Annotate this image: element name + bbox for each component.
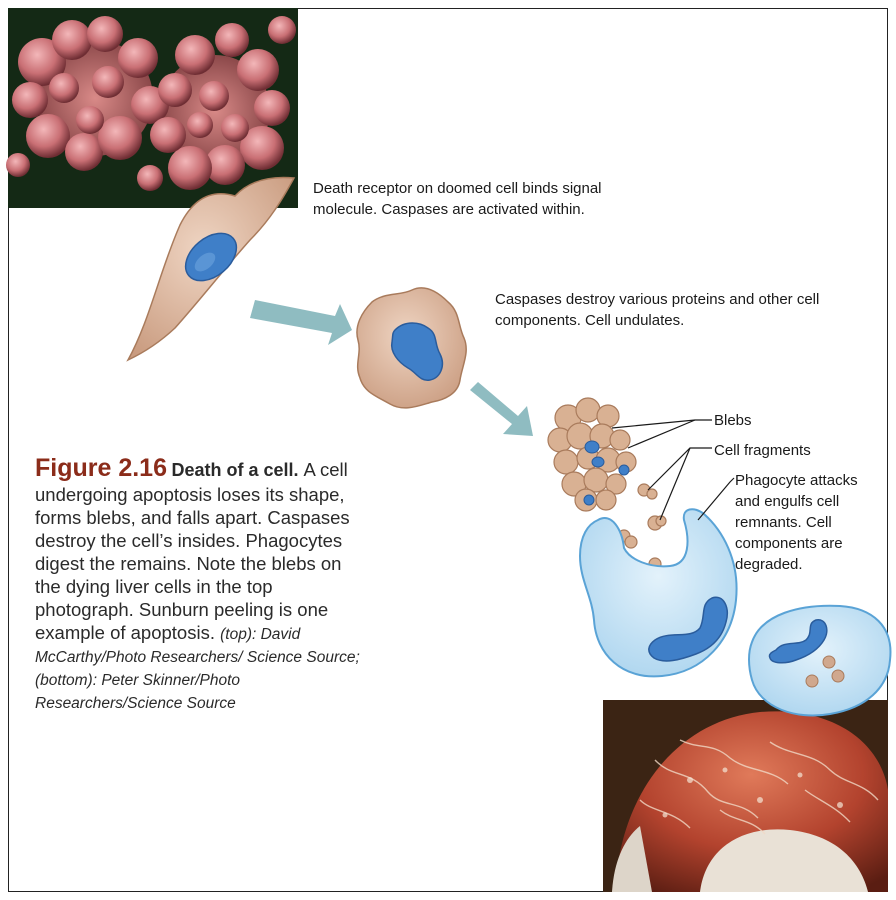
- label-caspases-destroy: Caspases destroy various proteins and ot…: [495, 289, 825, 331]
- figure-number: Figure 2.16: [35, 454, 167, 482]
- bottom-photo-sunburn: [603, 700, 888, 892]
- label-phagocyte: Phagocyte attacks and engulfs cell remna…: [735, 470, 875, 575]
- process-arrow-1: [250, 300, 352, 345]
- label-death-receptor: Death receptor on doomed cell binds sign…: [313, 178, 613, 220]
- blebbing-cell: [548, 398, 636, 511]
- figure-caption: Figure 2.16 Death of a cell. A cell unde…: [35, 454, 365, 715]
- figure-title: Death of a cell.: [171, 460, 303, 480]
- phagocyte-digesting: [749, 606, 890, 716]
- label-blebs: Blebs: [714, 412, 752, 429]
- top-photo-liver-cells: [6, 8, 298, 208]
- phagocyte-engulfing: [580, 509, 737, 676]
- caption-text: A cell undergoing apoptosis loses its sh…: [35, 459, 350, 643]
- process-arrow-2: [470, 382, 533, 436]
- label-cell-fragments: Cell fragments: [714, 442, 811, 459]
- shrinking-cell: [357, 288, 466, 408]
